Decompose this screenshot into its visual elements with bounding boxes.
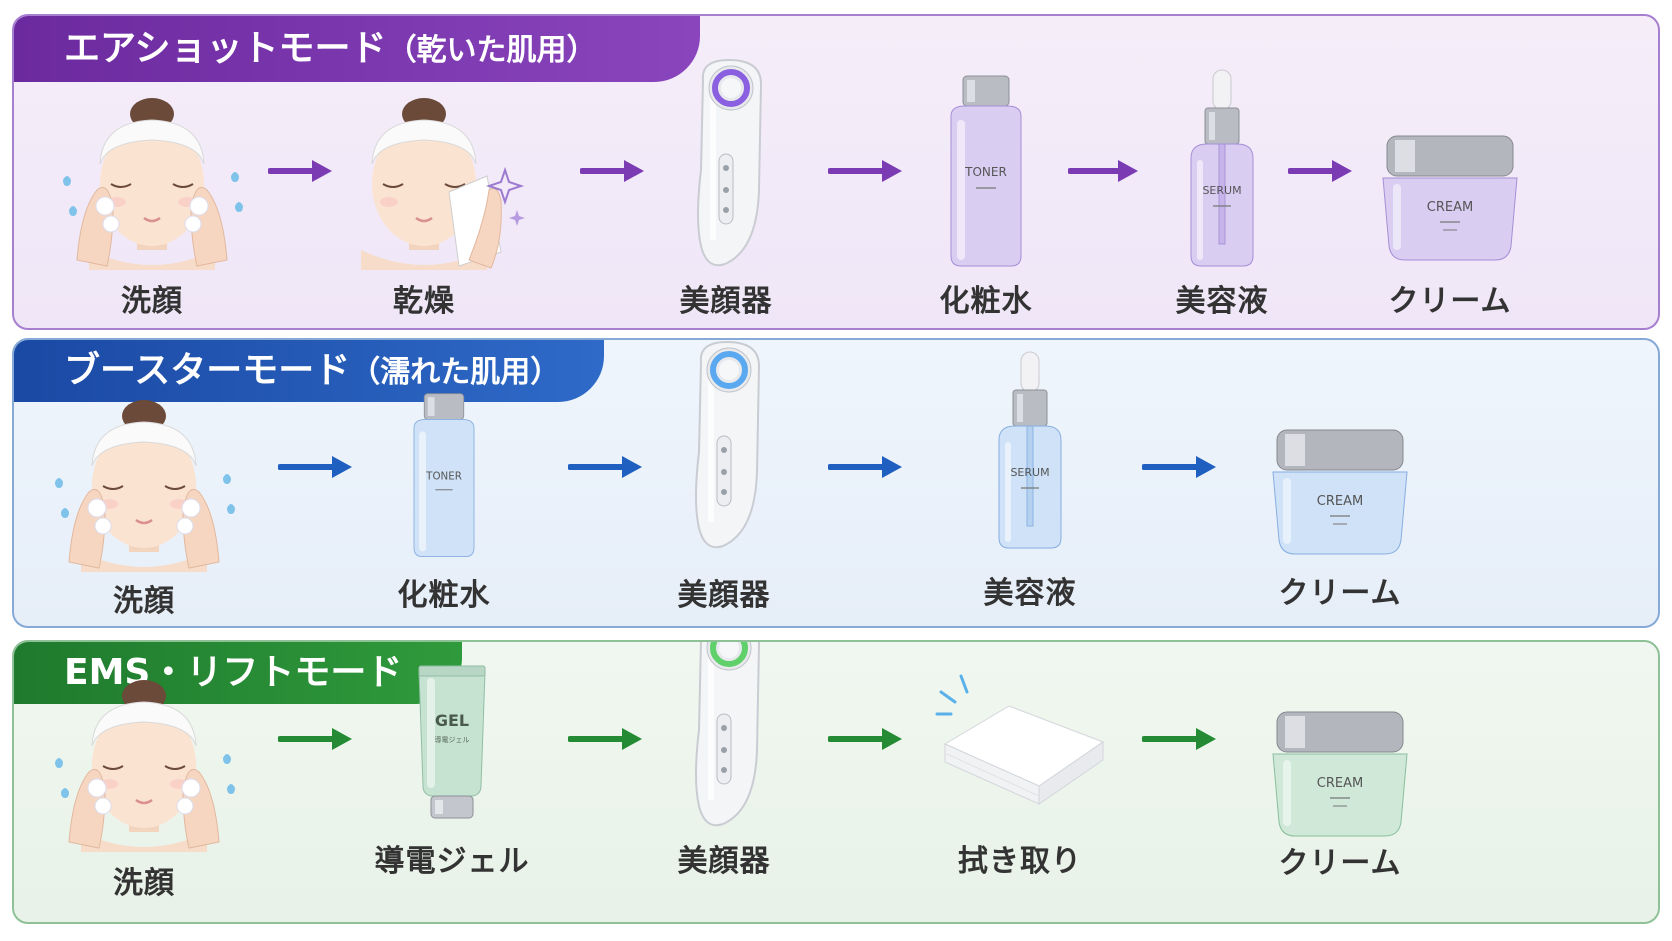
step-cream: CREAM クリーム (1345, 116, 1555, 320)
product-sublabel: 導電ジェル (435, 735, 470, 744)
step-cream: CREAM クリーム (1235, 692, 1445, 912)
toner-bottle-icon: TONER (950, 75, 1022, 267)
step-label: クリーム (1278, 846, 1402, 881)
arrow-right-icon (278, 456, 352, 478)
step-label: 美顔器 (679, 284, 773, 319)
product-label: TONER (425, 470, 462, 482)
product-label: CREAM (1427, 200, 1473, 215)
product-label: CREAM (1317, 776, 1363, 791)
arrow-right-icon (1068, 160, 1138, 182)
arrow-right-icon (568, 456, 642, 478)
step-gel: GEL 導電ジェル 導電ジェル (347, 656, 557, 910)
step-toner: TONER 化粧水 (881, 60, 1091, 320)
ems-lift-mode-panel: EMS・リフトモード 洗顔 GEL 導電ジェル 導電ジェル (12, 640, 1660, 924)
cream-jar-icon: CREAM (1272, 711, 1408, 837)
step-cream: CREAM クリーム (1235, 410, 1445, 620)
step-device: 美顔器 (619, 642, 829, 910)
product-label: CREAM (1317, 494, 1363, 509)
step-label: 美顔器 (677, 844, 771, 879)
arrow-right-icon (828, 728, 902, 750)
arrow-right-icon (828, 160, 902, 182)
step-label: 化粧水 (939, 284, 1033, 319)
step-device: 美顔器 (621, 50, 831, 320)
mode-title-banner: ブースターモード（濡れた肌用） (14, 340, 604, 402)
air-shot-mode-panel: エアショットモード（乾いた肌用） 洗顔 (12, 14, 1660, 330)
step-label: 拭き取り (958, 844, 1082, 879)
mode-title-banner: エアショットモード（乾いた肌用） (14, 16, 700, 82)
serum-dropper-bottle-icon: SERUM (998, 351, 1062, 549)
folded-towel-icon (935, 674, 1105, 805)
step-serum: SERUM 美容液 (925, 340, 1135, 620)
arrow-right-icon (580, 160, 644, 182)
mode-title: EMS・リフトモード (64, 652, 403, 693)
step-label: 乾燥 (393, 284, 455, 319)
product-label: SERUM (1202, 184, 1241, 197)
beauty-device-icon (697, 58, 763, 267)
mode-subtitle: （乾いた肌用） (386, 33, 597, 68)
arrow-right-icon (1288, 160, 1352, 182)
face-washing-icon (63, 98, 243, 270)
step-label: 美容液 (1175, 284, 1269, 319)
mode-title-banner: EMS・リフトモード (14, 642, 462, 704)
booster-mode-panel: ブースターモード（濡れた肌用） 洗顔 TONER 化粧水 (12, 338, 1660, 628)
step-label: クリーム (1278, 576, 1402, 611)
step-label: 洗顔 (113, 866, 175, 901)
step-face-wash: 洗顔 (39, 382, 249, 622)
step-wipe: 拭き取り (915, 662, 1125, 912)
arrow-right-icon (1142, 456, 1216, 478)
step-label: 美容液 (983, 576, 1077, 611)
step-label: 導電ジェル (374, 844, 530, 879)
product-label: SERUM (1010, 466, 1049, 479)
step-label: クリーム (1388, 284, 1512, 319)
step-label: 美顔器 (677, 578, 771, 613)
step-label: 化粧水 (397, 578, 491, 613)
beauty-device-icon (695, 340, 761, 549)
arrow-right-icon (278, 728, 352, 750)
product-label: TONER (964, 165, 1007, 179)
arrow-right-icon (268, 160, 332, 182)
mode-title: ブースターモード (64, 350, 351, 391)
face-washing-icon (55, 400, 235, 572)
step-face-wash: 洗顔 (47, 80, 257, 320)
mode-subtitle: （濡れた肌用） (350, 355, 561, 390)
step-serum: SERUM 美容液 (1117, 60, 1327, 320)
step-device: 美顔器 (619, 340, 829, 622)
serum-dropper-bottle-icon: SERUM (1190, 69, 1254, 267)
cream-jar-icon: CREAM (1382, 135, 1518, 261)
face-drying-towel-icon (361, 98, 525, 270)
step-label: 洗顔 (121, 284, 183, 319)
arrow-right-icon (568, 728, 642, 750)
step-face-wash: 洗顔 (39, 662, 249, 912)
product-label: GEL (435, 711, 469, 730)
arrow-right-icon (1142, 728, 1216, 750)
step-label: 洗顔 (113, 584, 175, 619)
step-dry: 乾燥 (319, 80, 529, 320)
beauty-device-icon (695, 642, 761, 827)
cream-jar-icon: CREAM (1272, 429, 1408, 555)
face-washing-icon (55, 680, 235, 852)
arrow-right-icon (828, 456, 902, 478)
step-toner: TONER 化粧水 (339, 380, 549, 620)
toner-bottle-icon: TONER (413, 393, 475, 557)
mode-title: エアショットモード (64, 28, 387, 69)
conductive-gel-tube-icon: GEL 導電ジェル (418, 665, 486, 819)
